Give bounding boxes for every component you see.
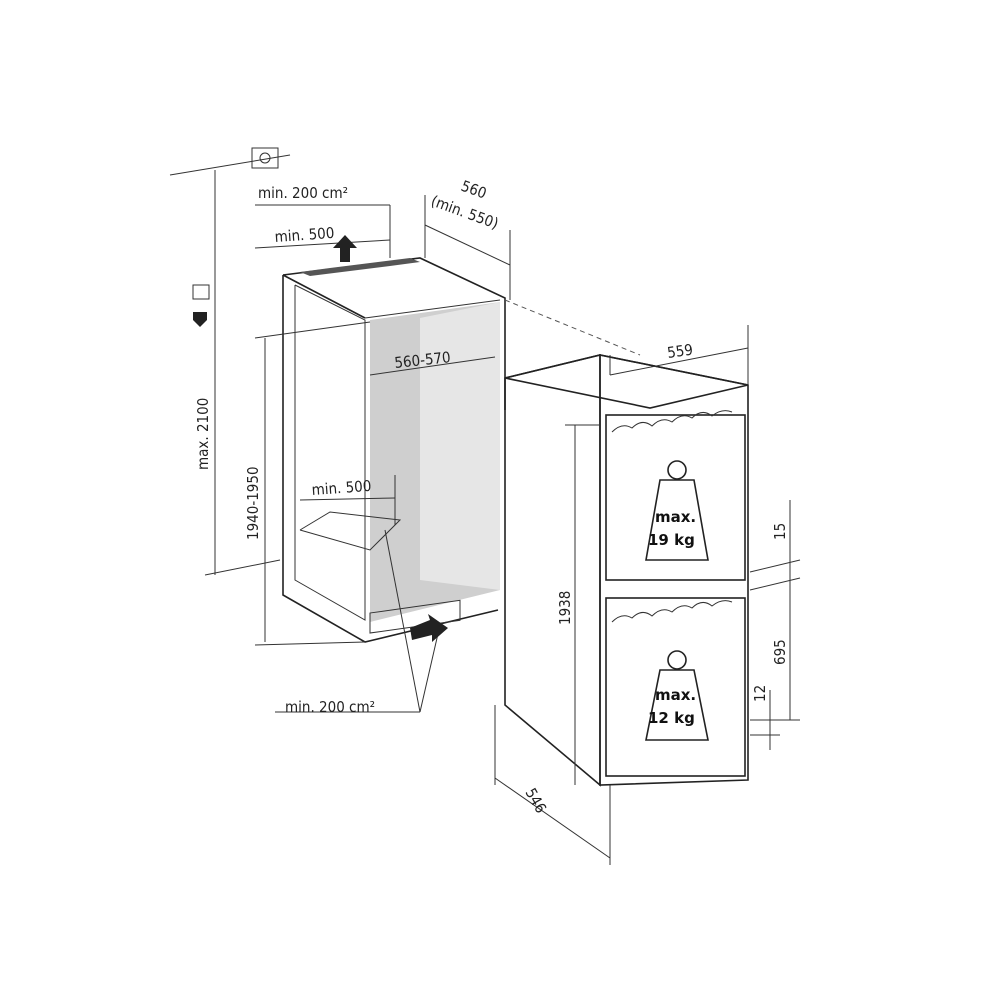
bottom-offset-label: 12: [751, 685, 769, 702]
vent-bottom-width-label: min. 500: [311, 477, 372, 499]
vent-top-label: min. 200 cm²: [258, 184, 348, 202]
upper-door: [605, 414, 746, 581]
airflow-arrow-icon: [410, 614, 448, 642]
niche-cabinet: [282, 257, 641, 643]
weight-icon: [645, 460, 709, 561]
upper-shelf-icon: [611, 410, 733, 433]
appliance-width-label: 559: [666, 341, 694, 362]
top-vent-grille: [300, 258, 420, 276]
upper-load-line2: 19 kg: [648, 531, 695, 549]
plug-icon: [193, 312, 207, 327]
weight-icon: [645, 650, 709, 741]
appliance-height-label: 1938: [556, 591, 574, 625]
lower-load-line2: 12 kg: [648, 709, 695, 727]
lower-load-line1: max.: [655, 686, 696, 704]
niche-height-label: 1940-1950: [244, 466, 262, 540]
socket-height-label: max. 2100: [194, 398, 212, 470]
water-tap-icon: [192, 284, 210, 300]
door-gap-label: 15: [771, 523, 789, 540]
appliance-depth-label: 546: [522, 785, 550, 816]
airflow-arrow-icon: [333, 235, 357, 262]
upper-load-line1: max.: [655, 508, 696, 526]
niche-depth-min-label: (min. 550): [429, 192, 501, 233]
fridge-appliance: [504, 353, 749, 787]
socket-icon: [251, 147, 279, 169]
vent-bottom-label: min. 200 cm²: [285, 698, 375, 716]
niche-depth-label: 560: [459, 177, 489, 203]
niche-width-label: 560-570: [394, 348, 452, 372]
lower-shelf-icon: [611, 600, 733, 623]
vent-top-width-label: min. 500: [274, 224, 335, 246]
lower-door: [605, 597, 746, 777]
lower-door-height-label: 695: [771, 639, 789, 665]
dimension-lines: [169, 154, 801, 865]
